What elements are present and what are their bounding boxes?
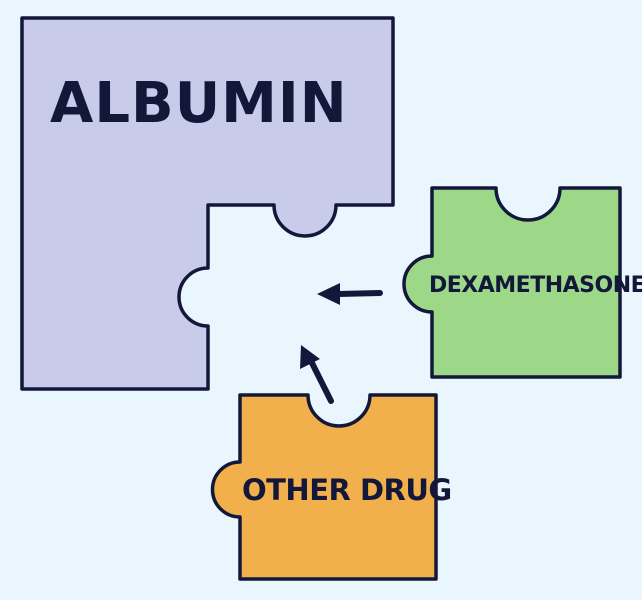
dexamethasone-label: DEXAMETHASONE (429, 273, 642, 298)
dexamethasone-piece (402, 186, 622, 379)
other-drug-piece (210, 393, 438, 581)
other-drug-arrow (300, 345, 334, 404)
dexamethasone-arrow (317, 283, 383, 305)
albumin-piece (20, 16, 395, 391)
albumin-label: ALBUMIN (50, 71, 348, 136)
other-drug-label: OTHER DRUG (242, 473, 452, 507)
